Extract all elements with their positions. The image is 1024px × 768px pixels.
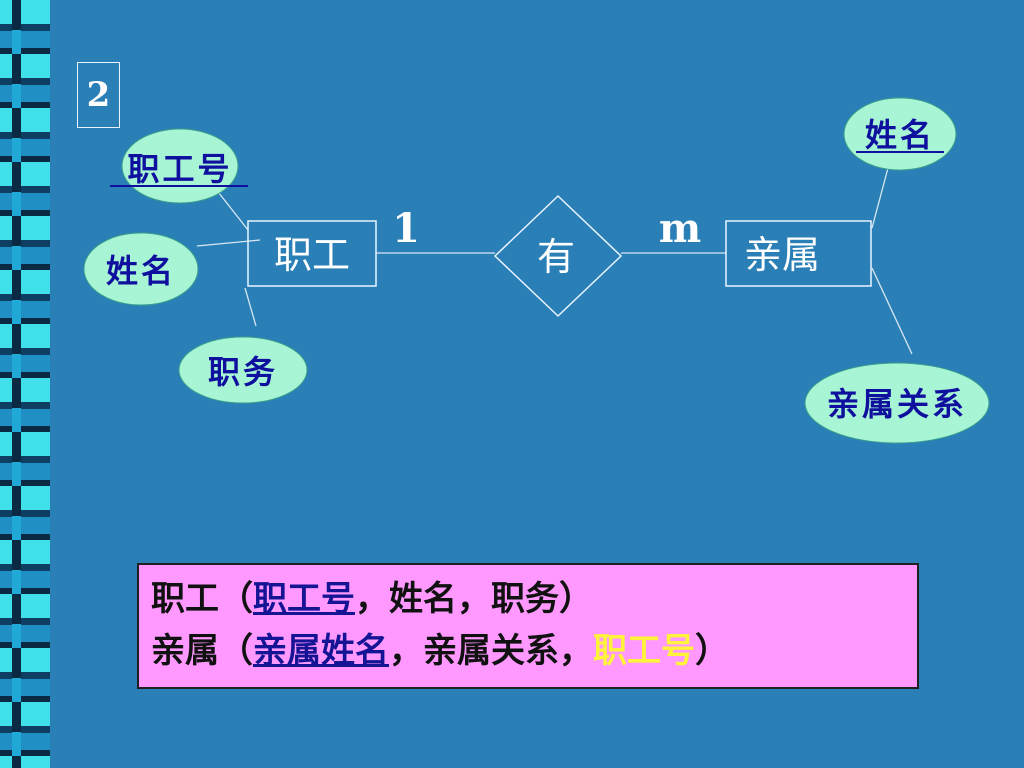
relation-employee: 职工（职工号，姓名，职务） (151, 573, 905, 625)
decorative-border (0, 0, 50, 768)
attribute-employee-name (83, 232, 199, 306)
attribute-employee-name-label: 姓名 (106, 252, 176, 290)
attribute-employee-id-label: 职工号 (127, 150, 232, 188)
relation-relative-pk: 亲属姓名 (253, 631, 389, 671)
relation-employee-open: （ (219, 579, 253, 619)
relation-relative-mid: ，亲属关系， (389, 631, 593, 671)
relation-employee-rest: ，姓名，职务） (355, 579, 593, 619)
entity-employee-label: 职工 (274, 233, 350, 277)
relation-relative-open: （ (219, 631, 253, 671)
edge-employee-id (214, 187, 249, 231)
relation-employee-name: 职工 (151, 579, 219, 619)
relation-relative-fk: 职工号 (593, 631, 695, 671)
attribute-position (178, 336, 308, 404)
cardinality-left: 1 (392, 205, 420, 252)
relation-schema-box: 职工（职工号，姓名，职务） 亲属（亲属姓名，亲属关系，职工号） (137, 563, 919, 689)
entity-relative-label: 亲属 (744, 233, 820, 277)
relationship-diamond (493, 194, 623, 318)
attribute-relation-type (804, 362, 990, 444)
attribute-relative-name-label: 姓名 (865, 116, 935, 154)
edge-relative-name (871, 167, 889, 229)
edge-position (244, 287, 257, 327)
entity-employee-box (247, 220, 377, 287)
attribute-position-label: 职务 (208, 353, 278, 391)
attribute-relation-type-label: 亲属关系 (827, 385, 967, 423)
attribute-employee-id (121, 128, 239, 204)
relation-employee-pk: 职工号 (253, 579, 355, 619)
slide-number: 2 (77, 62, 120, 128)
edge-employee-name (196, 239, 261, 247)
relation-relative: 亲属（亲属姓名，亲属关系，职工号） (151, 625, 905, 677)
relation-relative-close: ） (695, 631, 729, 671)
edge-relation-type (871, 267, 913, 355)
relationship-label: 有 (537, 235, 575, 279)
cardinality-right: m (659, 205, 701, 252)
relation-relative-name: 亲属 (151, 631, 219, 671)
entity-relative-box (725, 220, 872, 287)
